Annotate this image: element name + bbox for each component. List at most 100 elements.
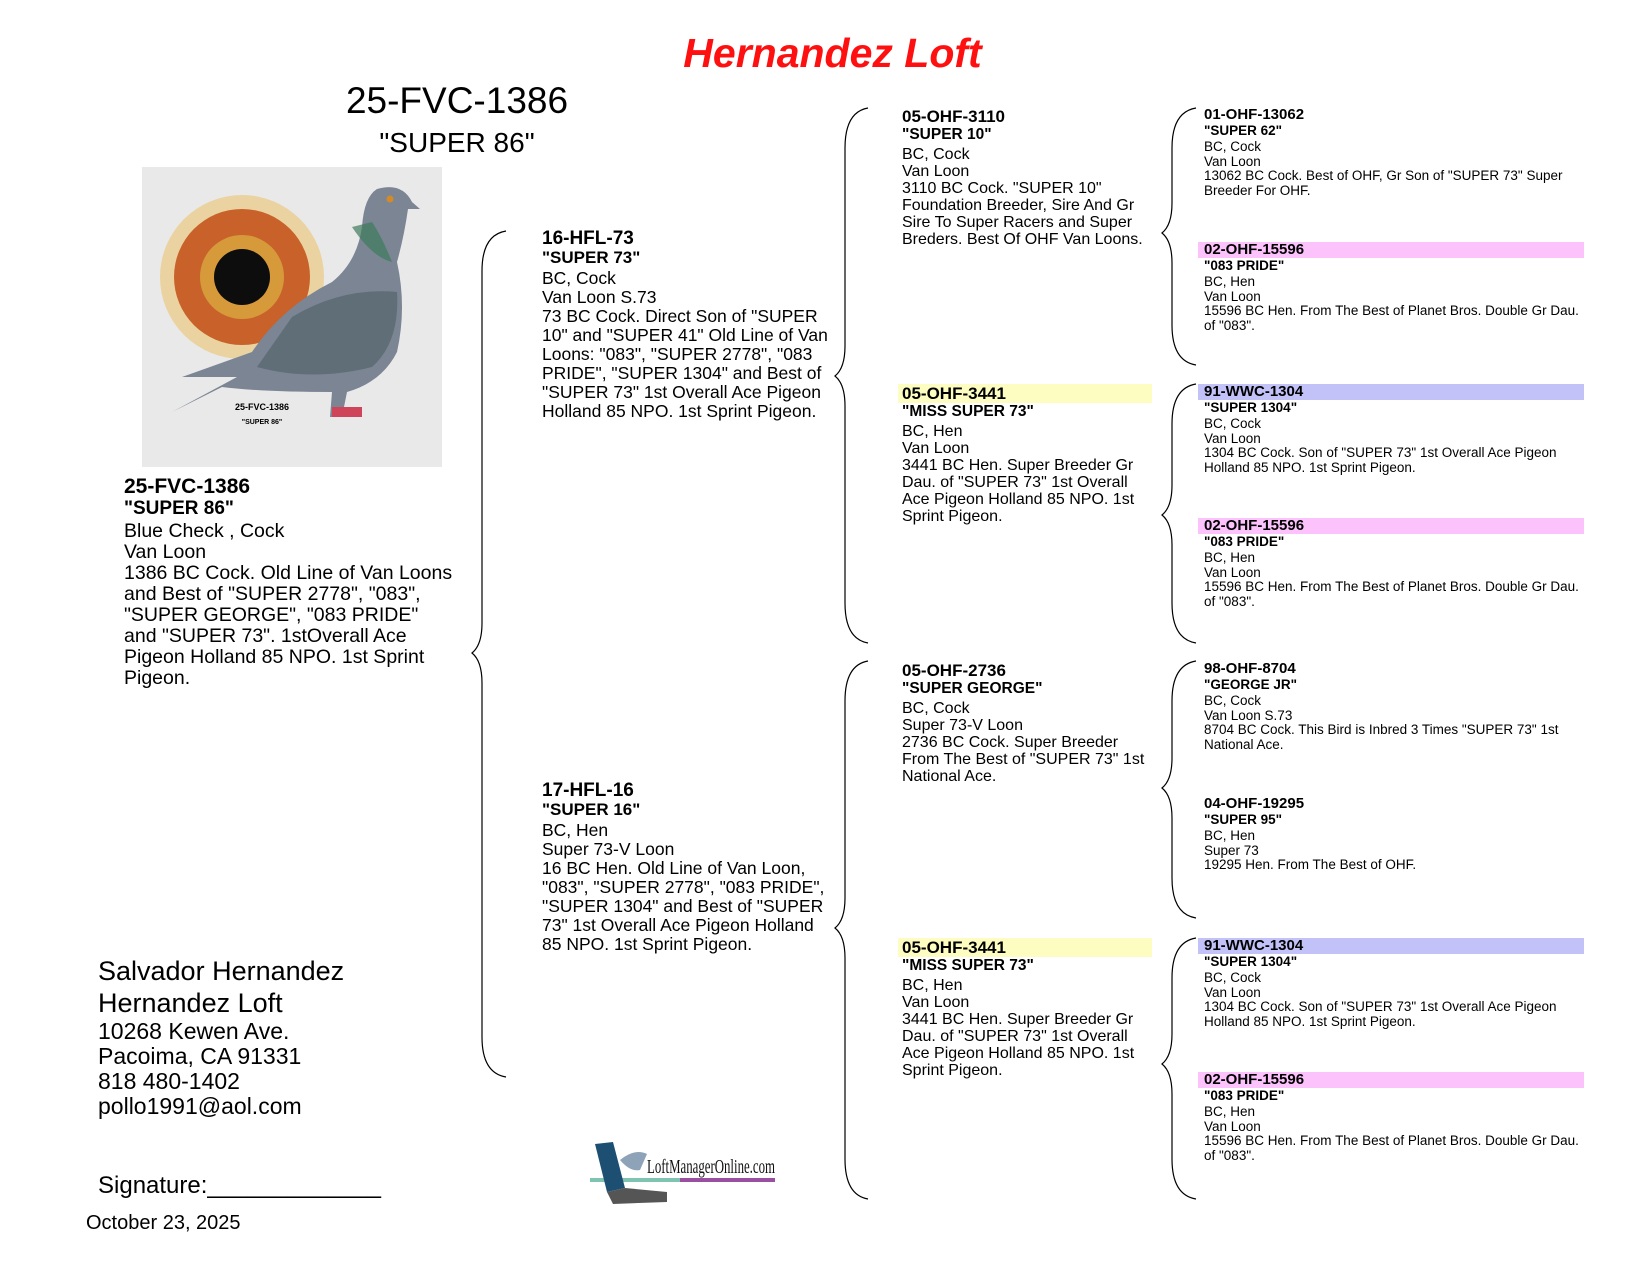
pigeon-name: "SUPER 1304": [1204, 954, 1298, 969]
pedigree-bracket: [471, 230, 507, 1078]
pedigree-bracket: [1161, 660, 1197, 919]
strain: Super 73: [1204, 842, 1259, 858]
pigeon-name: "SUPER GEORGE": [902, 680, 1043, 697]
strain: Van Loon S.73: [542, 287, 657, 307]
photo-caption-band: 25-FVC-1386: [235, 402, 289, 412]
pigeon-band-heading: 25-FVC-1386: [345, 80, 569, 121]
logo-text: LoftManagerOnline.com: [647, 1156, 775, 1178]
pedigree-bracket: [1161, 937, 1197, 1200]
pigeon-name: "083 PRIDE": [1204, 1088, 1285, 1103]
strain: Van Loon: [902, 440, 970, 457]
strain: Van Loon: [1204, 564, 1261, 580]
owner-name: Salvador Hernandez: [98, 956, 345, 986]
color-sex: BC, Cock: [902, 700, 970, 717]
band-number: 91-WWC-1304: [1198, 384, 1584, 400]
color-sex: BC, Cock: [1204, 970, 1262, 985]
notes: 1386 BC Cock. Old Line of Van Loons and …: [124, 562, 453, 689]
notes: 15596 BC Hen. From The Best of Planet Br…: [1204, 1133, 1579, 1163]
strain: Van Loon: [902, 163, 970, 180]
strain: Super 73-V Loon: [542, 839, 675, 859]
strain: Van Loon: [1204, 153, 1261, 169]
band-number: 02-OHF-15596: [1198, 1072, 1584, 1088]
band-number: 02-OHF-15596: [1198, 518, 1584, 534]
owner-city: Pacoima, CA 91331: [98, 1043, 302, 1069]
notes: 1304 BC Cock. Son of "SUPER 73" 1st Over…: [1204, 999, 1557, 1029]
pigeon-name: "083 PRIDE": [1204, 258, 1285, 273]
strain: Van Loon: [1204, 288, 1261, 304]
owner-address: 10268 Kewen Ave.: [98, 1018, 290, 1044]
band-number: 02-OHF-15596: [1198, 242, 1584, 258]
pigeon-name: "083 PRIDE": [1204, 534, 1285, 549]
color-sex: BC, Cock: [1204, 416, 1262, 431]
pigeon-name: "SUPER 10": [902, 126, 992, 143]
pigeon-name: "MISS SUPER 73": [902, 403, 1034, 420]
pedigree-bracket: [1161, 383, 1197, 644]
pedigree-bracket: [834, 107, 869, 644]
owner-loft: Hernandez Loft: [98, 988, 283, 1018]
pigeon-name: "SUPER 73": [542, 248, 641, 267]
pigeon-name-heading: "SUPER 86": [379, 127, 535, 158]
band-number: 05-OHF-3441: [898, 938, 1152, 957]
notes: 3110 BC Cock. "SUPER 10" Foundation Bree…: [902, 180, 1143, 248]
strain: Van Loon: [1204, 430, 1261, 446]
notes: 15596 BC Hen. From The Best of Planet Br…: [1204, 579, 1579, 609]
color-sex: BC, Cock: [1204, 693, 1262, 708]
owner-email: pollo1991@aol.com: [98, 1093, 302, 1119]
strain: Super 73-V Loon: [902, 717, 1023, 734]
color-sex: BC, Cock: [1204, 139, 1262, 154]
band-number: 25-FVC-1386: [124, 475, 251, 498]
notes: 3441 BC Hen. Super Breeder Gr Dau. of "S…: [902, 1011, 1135, 1079]
notes: 16 BC Hen. Old Line of Van Loon, "083", …: [542, 858, 825, 954]
notes: 19295 Hen. From The Best of OHF.: [1204, 857, 1417, 872]
notes: 3441 BC Hen. Super Breeder Gr Dau. of "S…: [902, 457, 1135, 525]
band-number: 17-HFL-16: [542, 780, 634, 801]
notes: 2736 BC Cock. Super Breeder From The Bes…: [902, 734, 1145, 785]
pigeon-photo: 25-FVC-1386 "SUPER 86": [142, 167, 442, 467]
color-sex: BC, Hen: [1204, 550, 1256, 565]
pigeon-name: "SUPER 1304": [1204, 400, 1298, 415]
strain: Van Loon: [1204, 1118, 1261, 1134]
owner-phone: 818 480-1402: [98, 1068, 240, 1094]
color-sex: BC, Hen: [902, 423, 963, 440]
pigeon-name: "GEORGE JR": [1204, 677, 1298, 692]
loftmanager-logo: LoftManagerOnline.com: [590, 1142, 775, 1204]
photo-caption-name: "SUPER 86": [242, 419, 283, 426]
notes: 1304 BC Cock. Son of "SUPER 73" 1st Over…: [1204, 445, 1557, 475]
band-number: 04-OHF-19295: [1204, 795, 1305, 812]
pigeon-name: "SUPER 62": [1204, 123, 1283, 138]
band-number: 01-OHF-13062: [1204, 106, 1305, 123]
pigeon-name: "SUPER 95": [1204, 812, 1283, 827]
band-number: 16-HFL-73: [542, 228, 634, 249]
band-number: 98-OHF-8704: [1204, 660, 1296, 677]
strain: Van Loon: [1204, 984, 1261, 1000]
band-number: 91-WWC-1304: [1198, 938, 1584, 954]
owner-info: Salvador Hernandez Hernandez Loft 10268 …: [98, 955, 344, 1119]
strain: Van Loon S.73: [1204, 707, 1293, 723]
strain: Van Loon: [902, 994, 970, 1011]
color-sex: BC, Hen: [1204, 274, 1256, 289]
signature-line: Signature:_____________: [98, 1172, 381, 1199]
pigeon-name: "SUPER 16": [542, 800, 641, 819]
color-sex: BC, Cock: [542, 268, 616, 288]
pedigree-bracket: [834, 660, 869, 1200]
strain: Van Loon: [124, 541, 207, 563]
pedigree-bracket: [1161, 107, 1197, 366]
color-sex: BC, Hen: [1204, 1104, 1256, 1119]
notes: 73 BC Cock. Direct Son of "SUPER 10" and…: [542, 306, 828, 421]
notes: 13062 BC Cock. Best of OHF, Gr Son of "S…: [1204, 168, 1563, 198]
band-number: 05-OHF-3441: [898, 384, 1152, 403]
